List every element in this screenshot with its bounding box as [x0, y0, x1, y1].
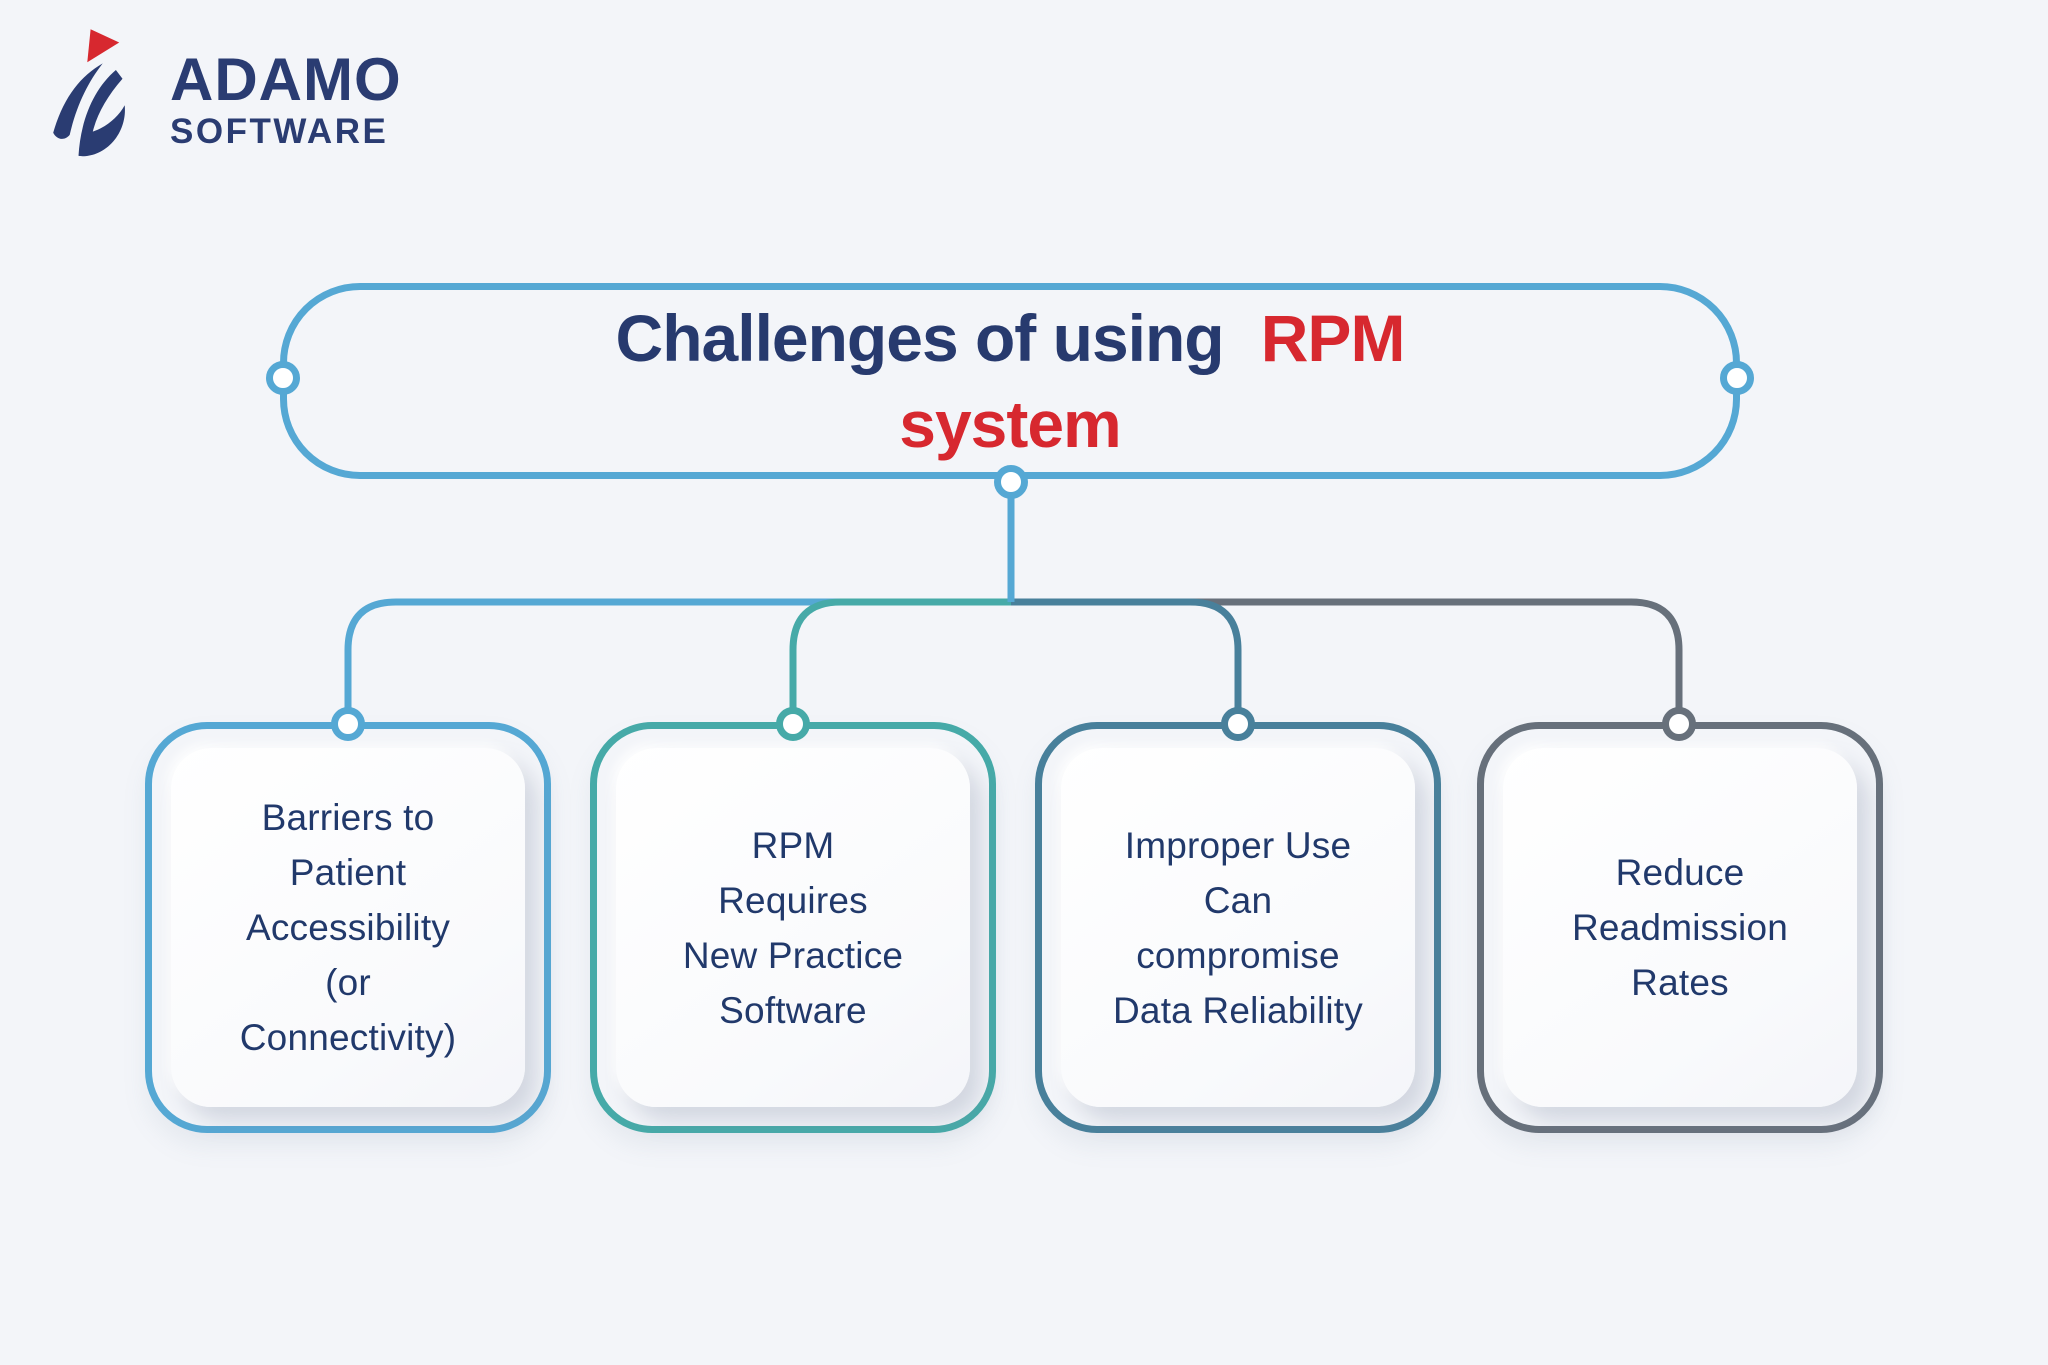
title-box: Challenges of using RPM system: [280, 283, 1740, 479]
brand-logo: ADAMO SOFTWARE: [42, 26, 402, 158]
logo-swoosh-main-icon: [78, 70, 125, 157]
logo-red-triangle-icon: [87, 29, 120, 63]
challenge-card-data-reliability: Improper Use Can compromise Data Reliabi…: [1035, 722, 1441, 1133]
connector-branch-1: [344, 598, 1011, 722]
title-line-2: system: [899, 387, 1121, 461]
brand-name: ADAMO: [170, 46, 402, 113]
challenge-card-readmission: Reduce Readmission Rates: [1477, 722, 1883, 1133]
challenge-card-label: RPM Requires New Practice Software: [682, 824, 904, 1031]
adamo-logo-icon: [53, 29, 125, 157]
challenge-card-barriers: Barriers to Patient Accessibility (or Co…: [145, 722, 551, 1133]
challenge-card-inner: RPM Requires New Practice Software: [616, 748, 970, 1107]
title-red-text: RPM: [1260, 301, 1406, 375]
connector-branch-3: [1011, 598, 1242, 722]
title-navy-text: Challenges of using: [615, 301, 1225, 375]
brand-subtitle: SOFTWARE: [170, 112, 389, 151]
challenge-card-label: Improper Use Can compromise Data Reliabi…: [1113, 824, 1363, 1031]
challenge-card-label: Reduce Readmission Rates: [1571, 852, 1789, 1003]
connector-branch-4: [1011, 598, 1683, 722]
challenge-card-inner: Barriers to Patient Accessibility (or Co…: [171, 748, 525, 1107]
challenge-card-inner: Reduce Readmission Rates: [1503, 748, 1857, 1107]
title-line-1: Challenges of using RPM: [615, 293, 1406, 383]
challenge-card-software: RPM Requires New Practice Software: [590, 722, 996, 1133]
connector-branch-2: [789, 598, 1011, 722]
brand-text: ADAMO SOFTWARE: [170, 50, 402, 152]
challenge-card-label: Barriers to Patient Accessibility (or Co…: [239, 797, 457, 1058]
logo-swoosh-small-icon: [53, 63, 103, 139]
challenge-card-inner: Improper Use Can compromise Data Reliabi…: [1061, 748, 1415, 1107]
